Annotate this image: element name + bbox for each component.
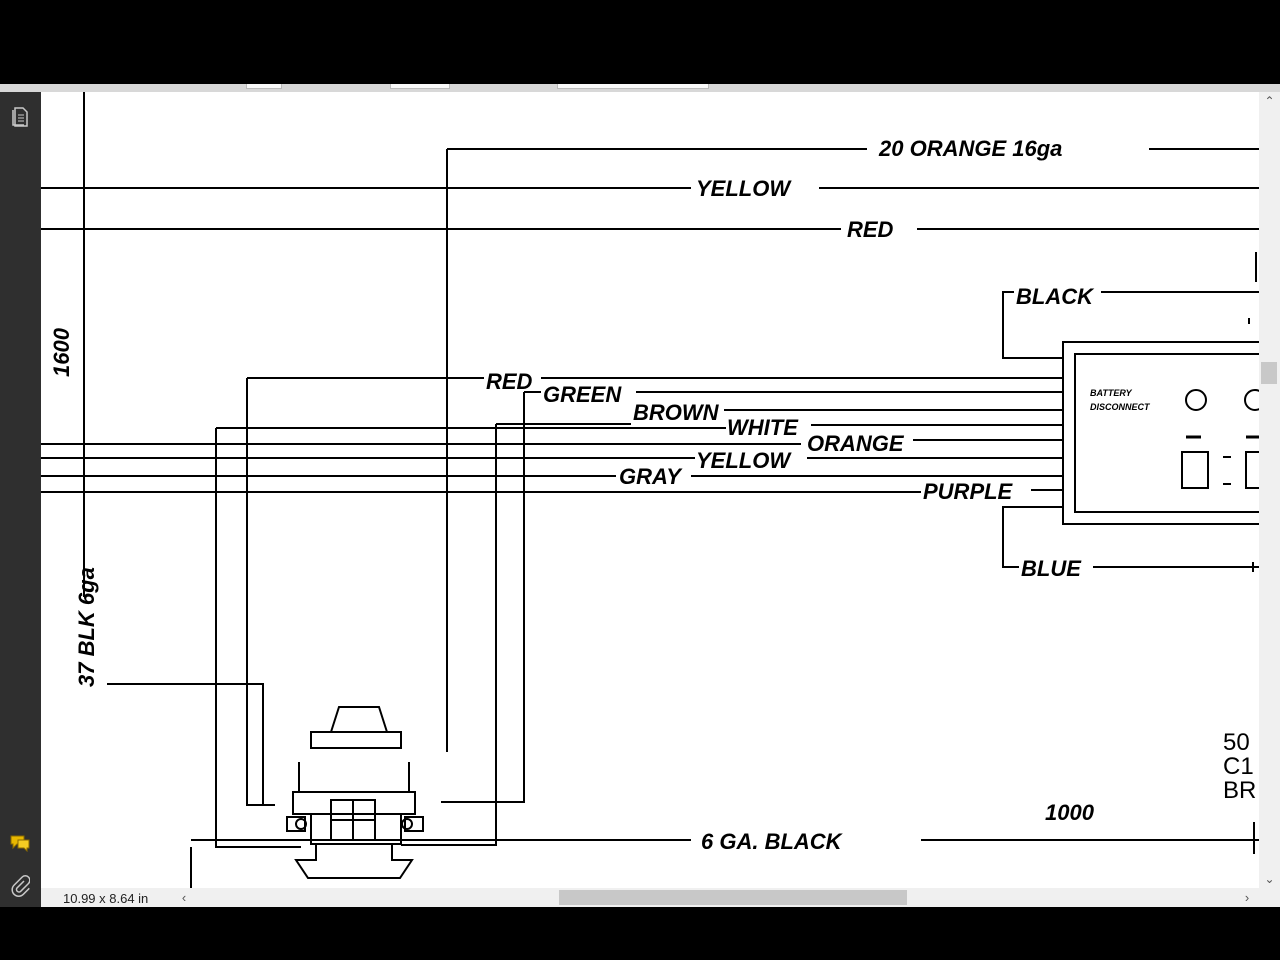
label-green: GREEN <box>543 382 622 407</box>
chevron-down-icon[interactable]: ⌄ <box>1264 872 1275 886</box>
panel-text-battery: BATTERY <box>1090 388 1133 398</box>
toolbar-field[interactable] <box>390 84 450 89</box>
label-yellow: YELLOW <box>696 448 792 473</box>
label-37-blk: 37 BLK 6ga <box>74 567 99 687</box>
wiring-diagram: 20 ORANGE 16ga YELLOW RED BLACK 1600 RED… <box>41 92 1259 888</box>
label-blue: BLUE <box>1021 556 1082 581</box>
status-bar: 10.99 x 8.64 in ‹ › <box>41 888 1280 907</box>
label-red-top: RED <box>847 217 894 242</box>
chevron-left-icon[interactable]: ‹ <box>181 890 187 905</box>
toolbar-strip <box>0 84 1280 92</box>
label-1600: 1600 <box>49 327 74 377</box>
toolbar-field[interactable] <box>557 84 709 89</box>
comments-icon[interactable] <box>8 831 32 855</box>
left-sidebar <box>0 92 41 907</box>
label-yellow-top: YELLOW <box>696 176 792 201</box>
label-c1: C1 <box>1223 753 1254 780</box>
vertical-scroll-thumb[interactable] <box>1261 362 1277 384</box>
document-viewport[interactable]: 20 ORANGE 16ga YELLOW RED BLACK 1600 RED… <box>41 92 1259 888</box>
vertical-scrollbar[interactable]: ⌃ ⌄ <box>1259 92 1280 888</box>
label-purple: PURPLE <box>923 479 1014 504</box>
label-6ga-black: 6 GA. BLACK <box>701 829 844 854</box>
label-orange: ORANGE <box>807 431 905 456</box>
horizontal-scrollbar[interactable]: ‹ › <box>176 888 1280 907</box>
paperclip-icon[interactable] <box>8 874 32 898</box>
label-gray: GRAY <box>619 464 683 489</box>
page-size-readout: 10.99 x 8.64 in <box>63 891 149 906</box>
label-brown: BROWN <box>633 400 720 425</box>
window-bottom-bar <box>0 907 1280 960</box>
pages-icon[interactable] <box>8 105 32 129</box>
label-red: RED <box>486 369 533 394</box>
label-50: 50 <box>1223 729 1250 756</box>
label-white: WHITE <box>727 415 799 440</box>
window-top-bar <box>0 0 1280 84</box>
toolbar-field[interactable] <box>246 84 282 89</box>
label-br: BR <box>1223 777 1256 804</box>
chevron-right-icon[interactable]: › <box>1244 890 1250 905</box>
horizontal-scroll-thumb[interactable] <box>559 890 907 905</box>
label-black: BLACK <box>1016 284 1095 309</box>
chevron-up-icon[interactable]: ⌃ <box>1264 94 1275 108</box>
label-1000: 1000 <box>1045 800 1095 825</box>
label-20-orange: 20 ORANGE 16ga <box>878 136 1062 161</box>
panel-text-disconnect: DISCONNECT <box>1090 402 1151 412</box>
